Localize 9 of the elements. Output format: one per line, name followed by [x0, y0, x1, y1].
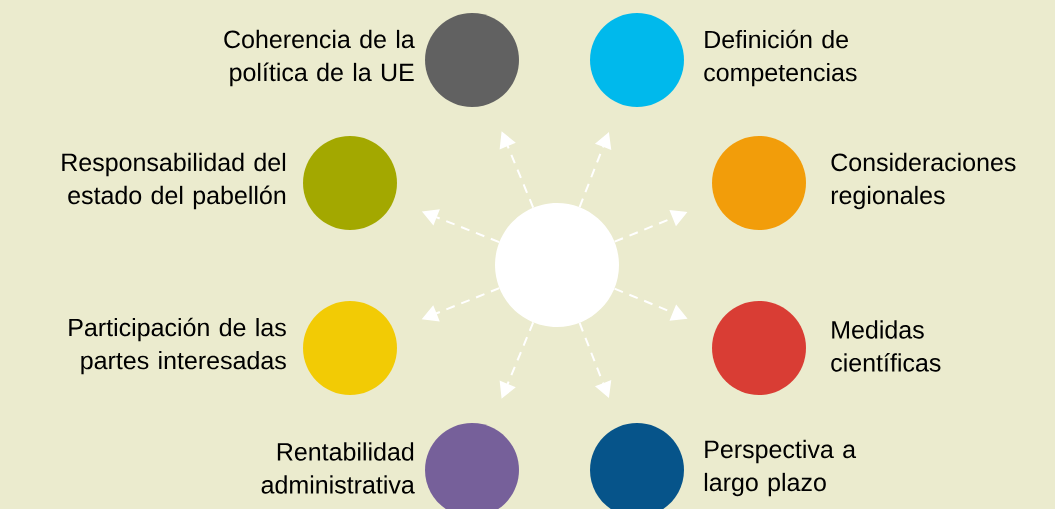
- circle-label: Rentabilidad administrativa: [261, 442, 415, 494]
- circle-label: Coherencia de la política de la UE: [224, 29, 415, 87]
- circle-label: Consideraciones regionales: [831, 152, 1016, 210]
- circle-label: Perspectiva a largo plazo: [704, 439, 857, 497]
- circle-label: Participación de las partes interesadas: [69, 317, 286, 375]
- circle-label: Definición de competencias: [704, 29, 857, 87]
- circle-label: Medidas científicas: [831, 320, 941, 372]
- circle-label: Responsabilidad del estado del pabellón: [62, 152, 286, 210]
- circle: [495, 203, 619, 327]
